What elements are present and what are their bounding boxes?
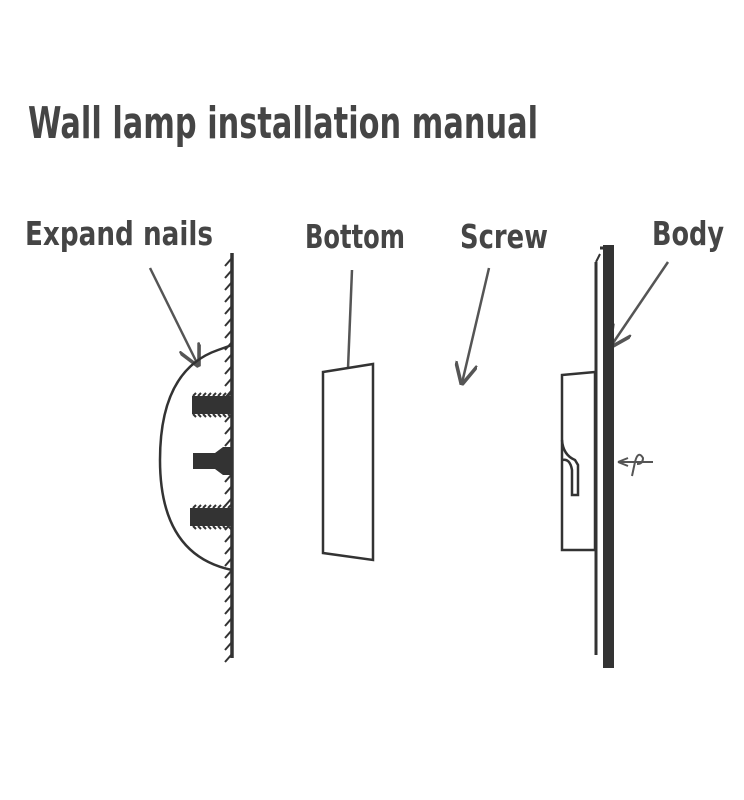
wall-hatch-mark [224, 629, 233, 639]
nail-thread-mark [192, 392, 197, 397]
wall-hatch-mark [224, 305, 233, 315]
nail-thread-mark [227, 525, 232, 530]
nail-thread-mark [207, 504, 212, 509]
wall-hatch-mark [224, 413, 233, 423]
nail-thread-mark [227, 392, 232, 397]
wall-hatch-mark [224, 317, 233, 327]
wall-hatch-mark [224, 269, 233, 279]
nail-thread-mark [222, 413, 227, 418]
nail-thread-mark [217, 392, 222, 397]
label-bottom: Bottom [305, 217, 405, 256]
nail-thread-mark [197, 392, 202, 397]
mounting-bracket [560, 370, 597, 552]
wall-hatch-mark [224, 581, 233, 591]
nail-thread-mark [192, 525, 197, 530]
expand-nail-icon [193, 447, 232, 475]
nail-thread-mark [227, 504, 232, 509]
wall-hatch-mark [224, 497, 233, 507]
label-expand-nails: Expand nails [25, 214, 213, 253]
wall-hatch-mark [224, 329, 233, 339]
wall-hatch-mark [224, 605, 233, 615]
wall-hatch-mark [224, 425, 233, 435]
nail-thread-mark [207, 413, 212, 418]
label-screw: Screw [460, 217, 548, 256]
expand-nail-icon [190, 508, 232, 526]
wall-hatch-mark [224, 353, 233, 363]
label-body: Body [652, 214, 724, 253]
expand-nails [190, 396, 232, 526]
wall-hatch-mark [224, 593, 233, 603]
nail-thread-mark [197, 525, 202, 530]
wall-hatch-mark [224, 377, 233, 387]
wall-hatch-mark [224, 545, 233, 555]
wall-hatch-mark [224, 473, 233, 483]
nail-thread-mark [222, 392, 227, 397]
bottom-plate [321, 362, 375, 562]
wall-hatch-mark [224, 437, 233, 447]
nail-thread-mark [192, 413, 197, 418]
expand-nails-pointer-arrow [148, 267, 198, 365]
bracket-hook [560, 439, 580, 497]
wall-hatch-mark [224, 653, 233, 663]
wall-hatch-mark [224, 557, 233, 567]
wall-hatch-mark [224, 641, 233, 651]
insert-direction-icon [617, 453, 653, 477]
wall-hatch-mark [224, 257, 233, 267]
screw-pointer-arrow [462, 267, 491, 383]
wall-hatch-mark [224, 533, 233, 543]
nail-thread-mark [227, 413, 232, 418]
nail-thread-mark [197, 504, 202, 509]
body-pointer-arrow [611, 261, 670, 346]
nail-thread-mark [222, 504, 227, 509]
wall-hatch-mark [224, 293, 233, 303]
wall-hatch-mark [224, 569, 233, 579]
wall-hatch-mark [224, 485, 233, 495]
nail-thread-mark [212, 525, 217, 530]
nail-thread-mark [197, 413, 202, 418]
nail-thread-mark [202, 392, 207, 397]
wall-hatch-mark [224, 281, 233, 291]
dome-outline [158, 343, 233, 572]
nail-thread-mark [217, 504, 222, 509]
wall-hatch-mark [224, 617, 233, 627]
nail-thread-mark [212, 413, 217, 418]
nail-thread-mark [192, 504, 197, 509]
nail-thread-mark [212, 392, 217, 397]
nail-thread-mark [222, 525, 227, 530]
nail-thread-mark [217, 413, 222, 418]
nail-thread-mark [207, 525, 212, 530]
nail-thread-mark [217, 525, 222, 530]
nail-thread-mark [207, 392, 212, 397]
nail-thread-mark [202, 525, 207, 530]
manual-title: Wall lamp installation manual [28, 98, 538, 149]
wall-hatch-mark [224, 365, 233, 375]
lamp-body [560, 245, 653, 668]
nail-thread-mark [202, 504, 207, 509]
nail-thread-mark [202, 413, 207, 418]
expand-nail-icon [192, 396, 232, 414]
nail-thread-mark [212, 504, 217, 509]
